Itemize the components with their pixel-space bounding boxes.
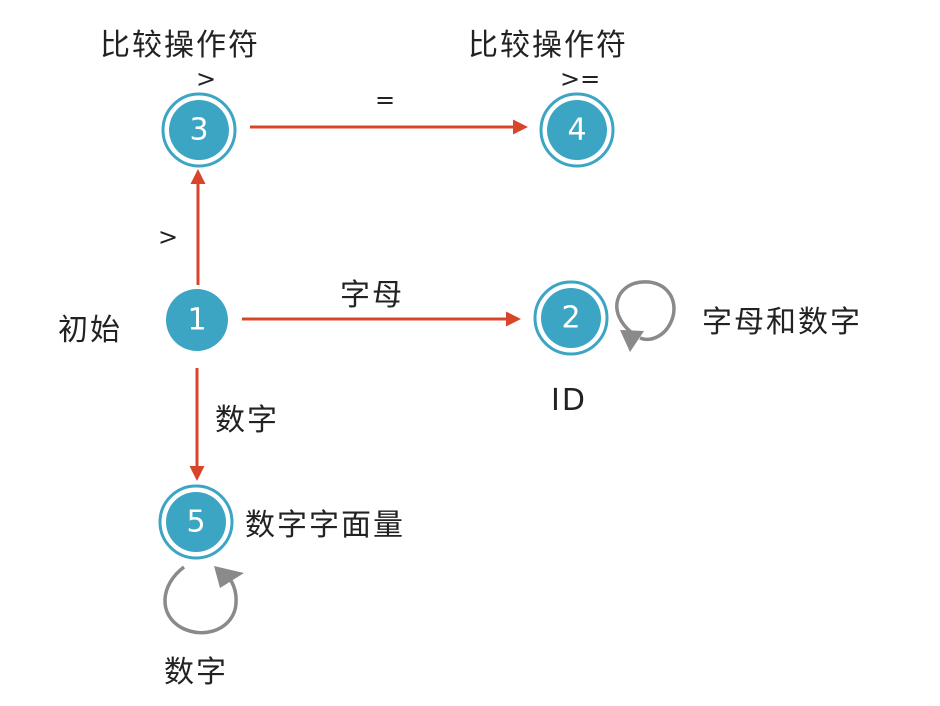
state-3-subcaption: > [196,65,216,93]
state-4-caption: 比较操作符 [468,28,628,63]
transitions [189,119,528,481]
state-node-5: 5 [158,484,234,560]
state-5-caption: 数字字面量 [245,508,405,543]
state-label: 1 [187,303,206,338]
edge-1-to-5-label: 数字 [215,403,279,438]
loop-2-label: 字母和数字 [702,305,862,340]
state-label: 3 [189,113,208,148]
self-loop-2 [615,280,676,352]
loop-5-label: 数字 [164,655,228,690]
loop-arc-icon [163,565,238,635]
state-3-caption: 比较操作符 [100,28,260,63]
edge-3-to-4-label: = [375,86,395,114]
loop-arrowhead-icon [620,330,644,352]
loop-arrowhead-icon [214,566,244,588]
edge-1-to-2-label: 字母 [340,278,404,313]
state-node-4: 4 [539,92,615,168]
state-label: 4 [567,113,586,148]
state-node-2: 2 [533,280,609,356]
loop-arc-icon [615,280,676,342]
self-loop-5 [163,565,244,635]
state-4-subcaption: >= [560,65,600,93]
state-label: 2 [561,301,580,336]
state-1-caption: 初始 [58,313,122,348]
state-node-3: 3 [161,92,237,168]
edge-1-to-3-label: > [158,223,178,251]
state-2-caption: ID [551,383,587,418]
state-node-1: 1 [166,289,228,351]
state-label: 5 [186,505,205,540]
